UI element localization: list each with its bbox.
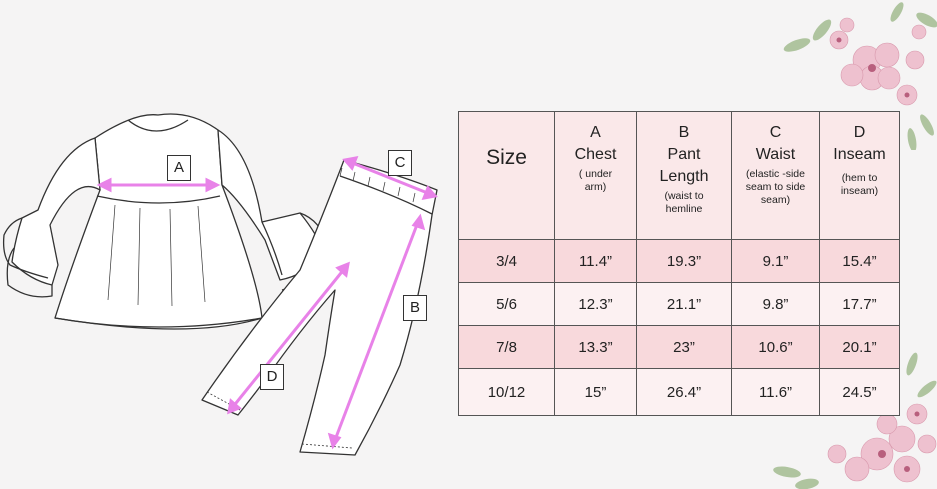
table-header-row: Size A Chest ( under arm) B Pant Length … <box>458 111 900 240</box>
flower-decoration-top <box>783 2 937 150</box>
pant-length-cell: 26.4” <box>636 368 732 416</box>
header-waist: C Waist (elastic -side seam to side seam… <box>731 111 820 240</box>
waist-cell: 9.1” <box>731 239 820 283</box>
arrow-c <box>349 160 431 196</box>
waist-cell: 9.8” <box>731 282 820 326</box>
table-row: 10/12 15” 26.4” 11.6” 24.5” <box>458 368 900 416</box>
chest-cell: 12.3” <box>554 282 637 326</box>
waist-cell: 10.6” <box>731 325 820 369</box>
header-inseam: D Inseam (hem to inseam) <box>819 111 900 240</box>
header-pant-length: B Pant Length (waist to hemline <box>636 111 732 240</box>
size-cell: 10/12 <box>458 368 555 416</box>
inseam-cell: 20.1” <box>819 325 900 369</box>
label-d: D <box>260 364 284 390</box>
label-c: C <box>388 150 412 176</box>
size-cell: 7/8 <box>458 325 555 369</box>
pant-length-cell: 19.3” <box>636 239 732 283</box>
label-a: A <box>167 155 191 181</box>
left-sleeve <box>11 137 101 286</box>
waist-cell: 11.6” <box>731 368 820 416</box>
table-row: 3/4 11.4” 19.3” 9.1” 15.4” <box>458 239 900 283</box>
pant-length-cell: 21.1” <box>636 282 732 326</box>
inseam-cell: 15.4” <box>819 239 900 283</box>
chest-cell: 11.4” <box>554 239 637 283</box>
size-chart-table: Size A Chest ( under arm) B Pant Length … <box>458 111 900 416</box>
leggings-waistband <box>339 175 433 215</box>
garment-illustration <box>2 113 438 456</box>
table-row: 7/8 13.3” 23” 10.6” 20.1” <box>458 325 900 369</box>
label-b: B <box>403 295 427 321</box>
arrow-b <box>333 221 420 441</box>
chest-cell: 13.3” <box>554 325 637 369</box>
flower-decoration-bottom <box>773 352 937 489</box>
chest-cell: 15” <box>554 368 637 416</box>
inseam-cell: 17.7” <box>819 282 900 326</box>
table-row: 5/6 12.3” 21.1” 9.8” 17.7” <box>458 282 900 326</box>
header-chest: A Chest ( under arm) <box>554 111 637 240</box>
tunic-neckline <box>127 119 189 132</box>
header-size: Size <box>458 111 555 240</box>
tunic-yoke-gathers <box>96 195 221 204</box>
arrow-d <box>230 267 347 409</box>
size-cell: 3/4 <box>458 239 555 283</box>
size-cell: 5/6 <box>458 282 555 326</box>
tunic-body <box>54 113 263 330</box>
pant-length-cell: 23” <box>636 325 732 369</box>
inseam-cell: 24.5” <box>819 368 900 416</box>
